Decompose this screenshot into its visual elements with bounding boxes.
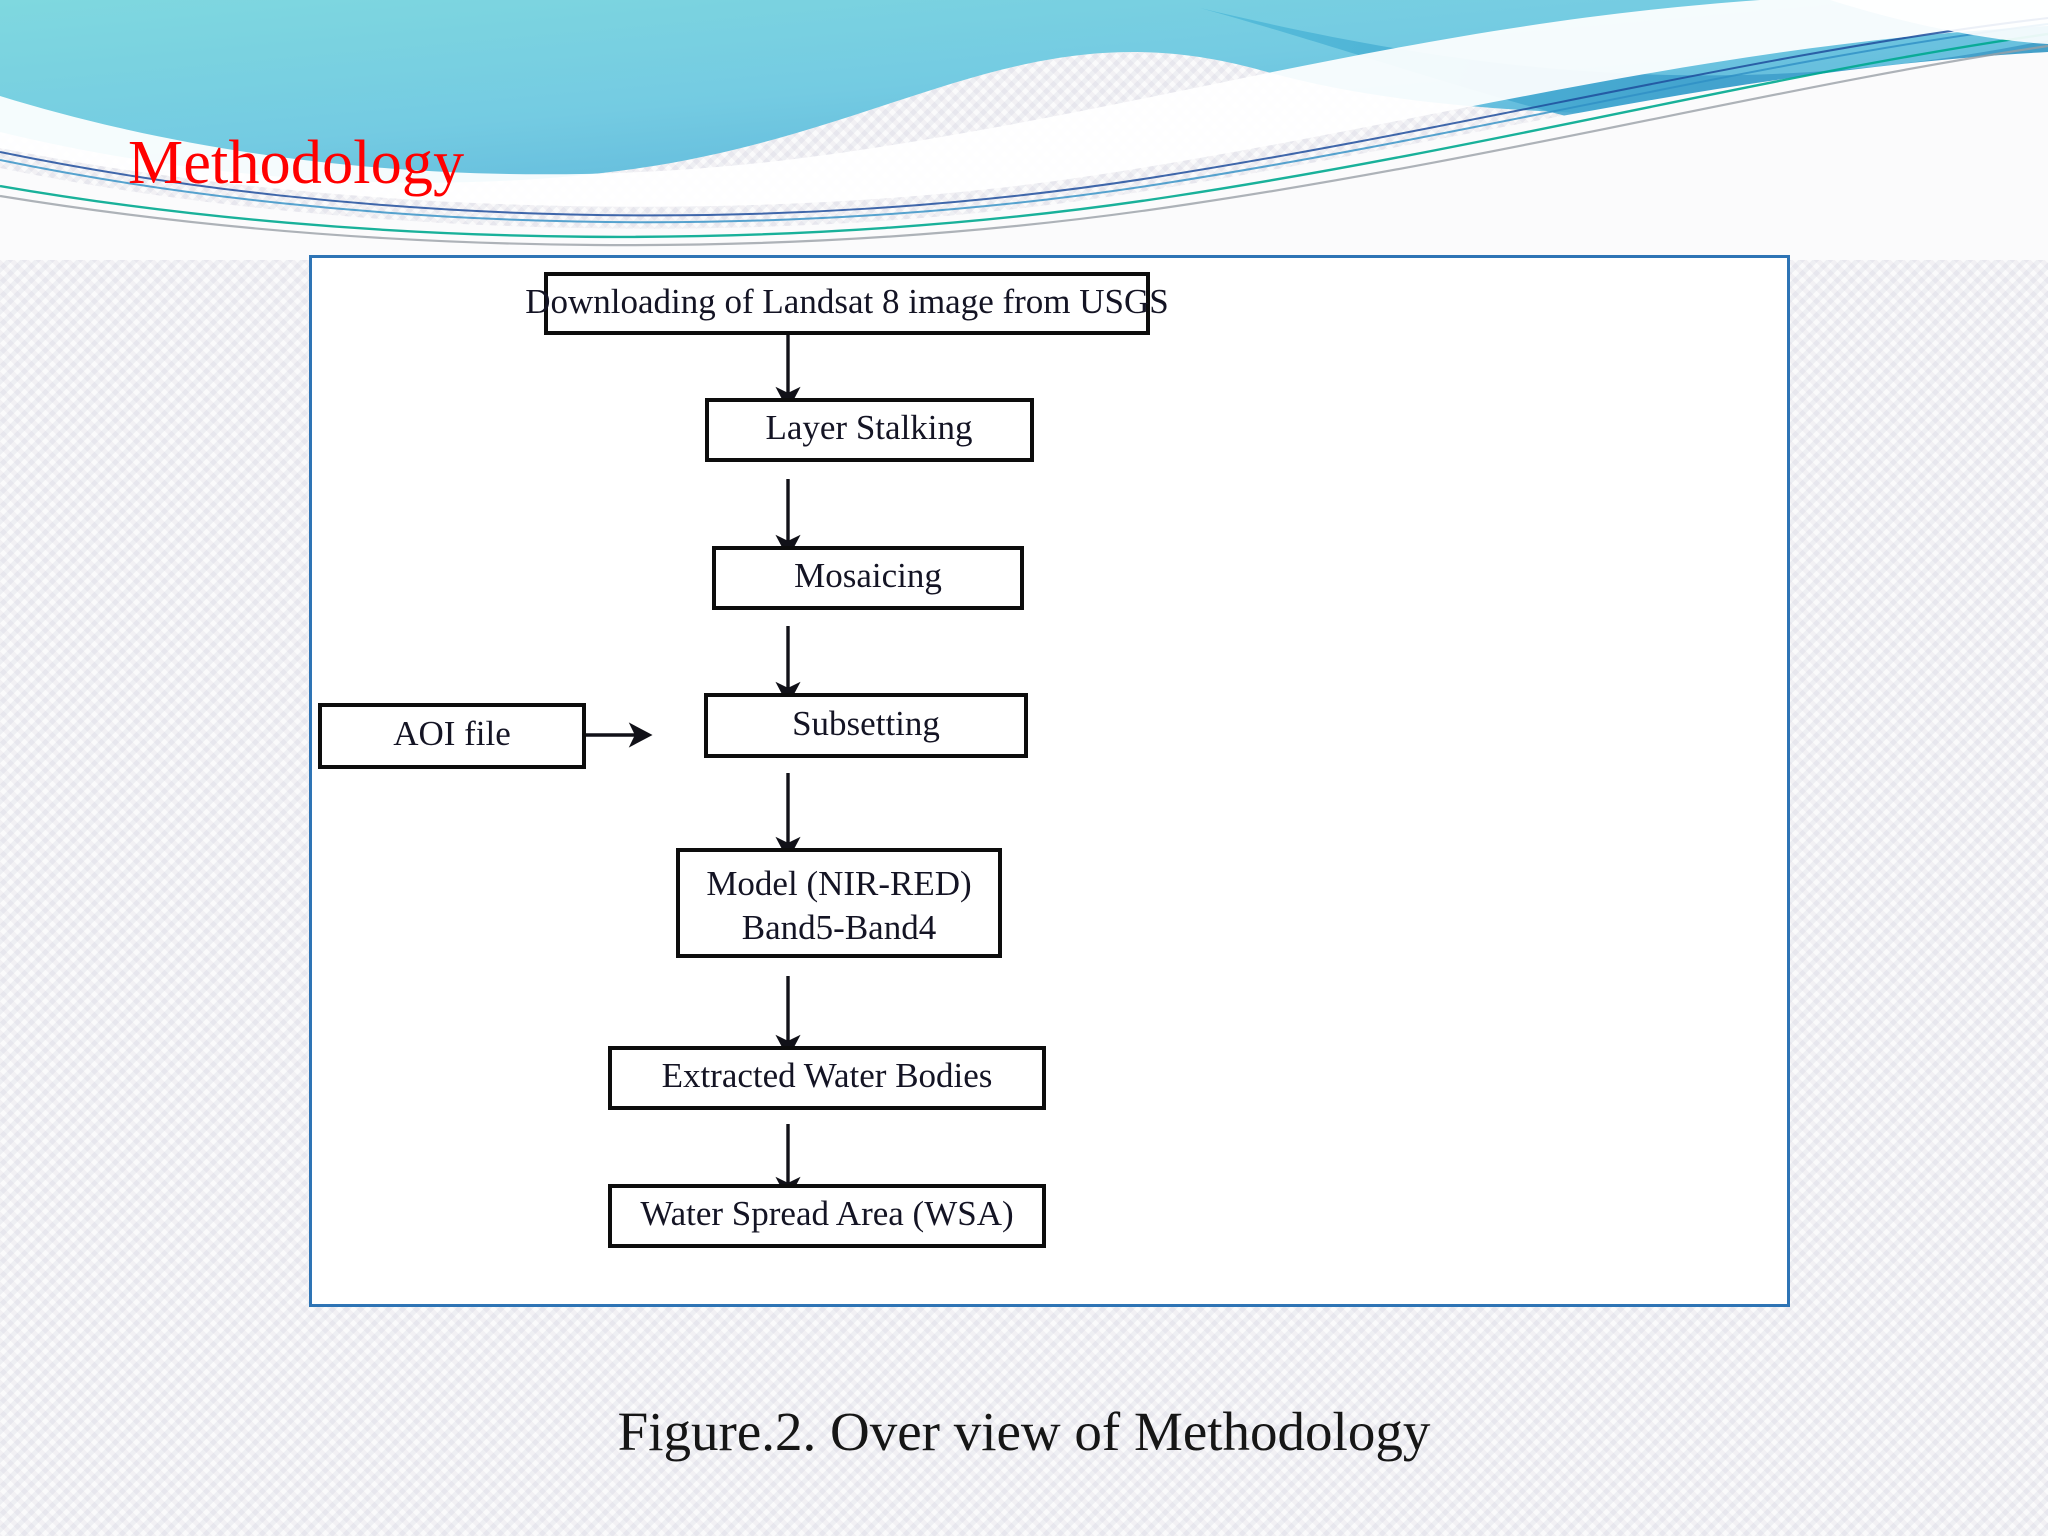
flow-node-extracted[interactable]: Extracted Water Bodies [608, 1046, 1046, 1110]
flow-node-aoi[interactable]: AOI file [318, 703, 586, 769]
banner-line-navy [0, 17, 2048, 217]
flow-node-stacking[interactable]: Layer Stalking [705, 398, 1034, 462]
figure-panel: Downloading of Landsat 8 image from USGS… [309, 255, 1790, 1307]
flow-node-aoi-box [318, 703, 586, 769]
flow-node-model-label-line1: Model (NIR-RED) [706, 864, 971, 903]
flow-node-model[interactable]: Model (NIR-RED) Band5-Band4 [676, 848, 1002, 958]
flow-node-mosaicing[interactable]: Mosaicing [712, 546, 1024, 610]
flow-node-wsa[interactable]: Water Spread Area (WSA) [608, 1184, 1046, 1248]
flow-node-stacking-label: Layer Stalking [765, 408, 972, 447]
page-title: Methodology [128, 129, 465, 197]
banner-line-teal [0, 32, 2048, 239]
figure-caption: Figure.2. Over view of Methodology [617, 1401, 1431, 1462]
banner-corner-accent [1830, 0, 2048, 44]
flow-node-extracted-label: Extracted Water Bodies [662, 1056, 993, 1095]
banner-wave-white [0, 0, 2048, 207]
flow-node-model-box [676, 848, 1002, 958]
banner-line-blue [0, 23, 2048, 224]
flow-node-extracted-box [608, 1046, 1046, 1110]
flow-node-model-label-line2: Band5-Band4 [742, 908, 936, 947]
flow-node-download[interactable]: Downloading of Landsat 8 image from USGS [525, 272, 1169, 335]
flow-node-stacking-box [705, 398, 1034, 462]
methodology-flowchart: Downloading of Landsat 8 image from USGS… [318, 272, 1169, 1248]
flow-node-wsa-label: Water Spread Area (WSA) [640, 1194, 1013, 1233]
flow-node-mosaicing-box [712, 546, 1024, 610]
flow-node-download-label: Downloading of Landsat 8 image from USGS [525, 282, 1169, 321]
header-banner-graphic [0, 0, 2048, 260]
flow-node-aoi-label: AOI file [393, 714, 511, 753]
flow-node-subsetting[interactable]: Subsetting [704, 693, 1028, 758]
flow-node-subsetting-label: Subsetting [792, 704, 940, 743]
flow-node-wsa-box [608, 1184, 1046, 1248]
flow-node-subsetting-box [704, 693, 1028, 758]
flow-node-mosaicing-label: Mosaicing [794, 556, 942, 595]
banner-base-fill [0, 52, 2048, 260]
flow-node-download-box [544, 272, 1150, 335]
banner-line-gray [0, 44, 2048, 247]
